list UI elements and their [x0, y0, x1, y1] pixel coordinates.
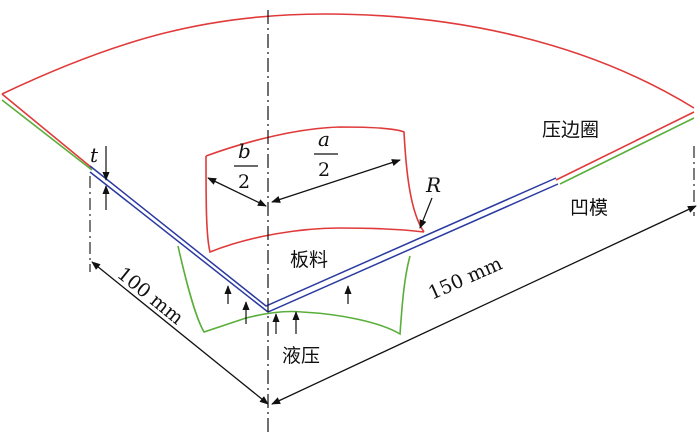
label-half-a-num: a	[318, 127, 330, 151]
dimension-half-b	[207, 177, 267, 207]
blank-holder-outline	[1, 13, 695, 254]
dimension-half-a	[271, 159, 401, 203]
label-radius: R	[425, 173, 441, 197]
label-half-a-den: 2	[318, 159, 330, 181]
label-die: 凹模	[570, 197, 608, 219]
dimension-100	[91, 261, 269, 405]
label-dim-100: 100 mm	[113, 263, 188, 329]
label-half-b-den: 2	[238, 171, 250, 193]
label-thickness: t	[90, 143, 99, 167]
label-sheet: 板料	[290, 249, 328, 271]
label-half-b-num: b	[238, 139, 251, 163]
label-blank-holder: 压边圈	[542, 119, 599, 141]
label-dim-150: 150 mm	[425, 253, 506, 305]
label-hydraulic: 液压	[282, 345, 320, 367]
radius-leader	[419, 197, 433, 229]
dimension-150	[271, 205, 697, 405]
pressure-arrows	[224, 285, 352, 334]
